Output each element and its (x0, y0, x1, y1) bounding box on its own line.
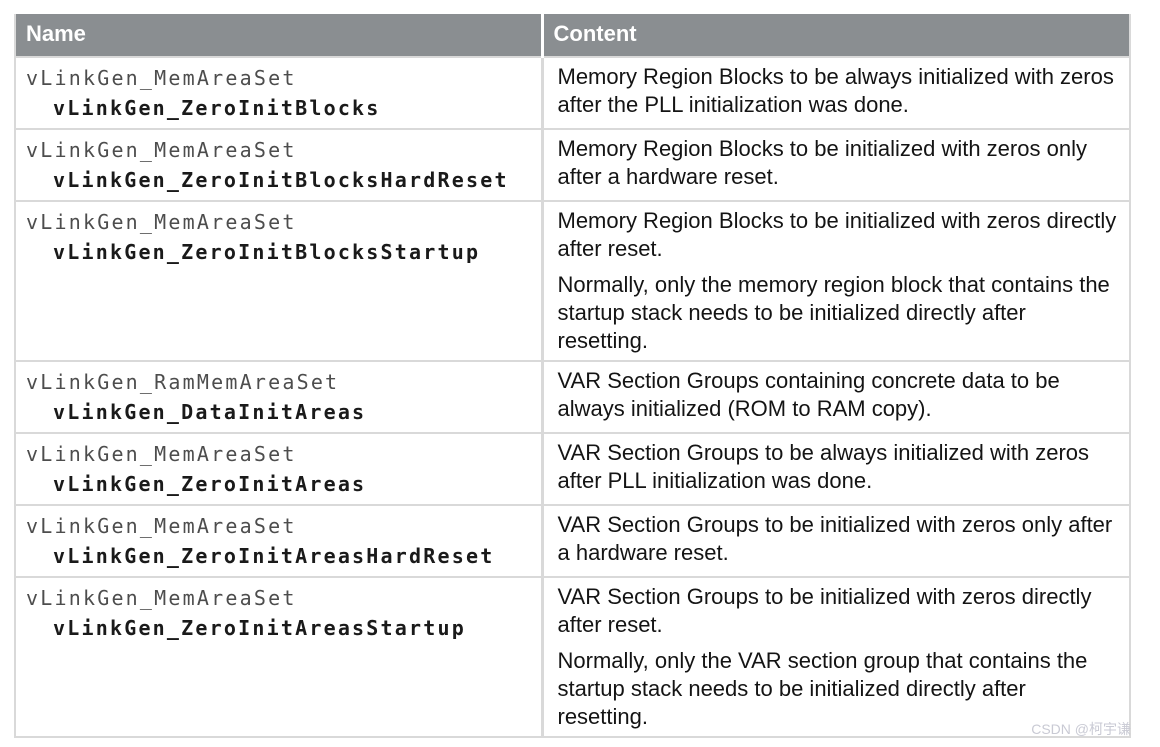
content-cell: VAR Section Groups to be initialized wit… (540, 576, 1130, 737)
content-cell: Memory Region Blocks to be initialized w… (540, 200, 1130, 361)
content-paragraph: Memory Region Blocks to be always initia… (557, 64, 1114, 117)
content-paragraph: Normally, only the memory region block t… (557, 272, 1110, 353)
name-cell: vLinkGen_MemAreaSet vLinkGen_ZeroInitAre… (15, 432, 542, 505)
name-type-label: vLinkGen_MemAreaSet (26, 210, 297, 234)
content-cell: Memory Region Blocks to be always initia… (540, 56, 1130, 129)
table-row: vLinkGen_MemAreaSet vLinkGen_ZeroInitBlo… (15, 56, 1130, 129)
content-paragraph: VAR Section Groups to be initialized wit… (557, 512, 1113, 565)
content-cell: VAR Section Groups to be initialized wit… (540, 504, 1130, 577)
content-paragraph: Memory Region Blocks to be initialized w… (557, 136, 1087, 189)
vlinkgen-attributes-table: Name Content vLinkGen_MemAreaSet vLinkGe… (14, 14, 1131, 738)
table-header-row: Name Content (15, 14, 1130, 57)
content-paragraph: VAR Section Groups to be initialized wit… (557, 584, 1092, 637)
table-row: vLinkGen_RamMemAreaSet vLinkGen_DataInit… (15, 360, 1130, 433)
name-symbol-label: vLinkGen_ZeroInitAreasHardReset (53, 544, 495, 568)
name-type-label: vLinkGen_MemAreaSet (26, 442, 297, 466)
content-cell: VAR Section Groups to be always initiali… (540, 432, 1130, 505)
name-cell: vLinkGen_MemAreaSet vLinkGen_ZeroInitAre… (15, 504, 542, 577)
name-symbol-label: vLinkGen_ZeroInitAreasStartup (53, 616, 466, 640)
name-cell: vLinkGen_MemAreaSet vLinkGen_ZeroInitBlo… (15, 200, 542, 361)
content-paragraph: Memory Region Blocks to be initialized w… (557, 208, 1117, 261)
name-symbol-label: vLinkGen_ZeroInitBlocksStartup (53, 240, 481, 264)
name-type-label: vLinkGen_MemAreaSet (26, 138, 297, 162)
name-symbol-label: vLinkGen_ZeroInitBlocks (53, 96, 381, 120)
name-symbol-label: vLinkGen_ZeroInitBlocksHardReset (53, 168, 509, 192)
content-paragraph: Normally, only the VAR section group tha… (557, 648, 1088, 729)
name-cell: vLinkGen_RamMemAreaSet vLinkGen_DataInit… (15, 360, 542, 433)
content-cell: Memory Region Blocks to be initialized w… (540, 128, 1130, 201)
name-type-label: vLinkGen_MemAreaSet (26, 586, 297, 610)
name-cell: vLinkGen_MemAreaSet vLinkGen_ZeroInitBlo… (15, 128, 542, 201)
name-symbol-label: vLinkGen_DataInitAreas (53, 400, 367, 424)
content-paragraph: VAR Section Groups to be always initiali… (557, 440, 1090, 493)
csdn-watermark: CSDN @柯宇谦 (1031, 721, 1131, 737)
name-cell: vLinkGen_MemAreaSet vLinkGen_ZeroInitBlo… (15, 56, 542, 129)
name-symbol-label: vLinkGen_ZeroInitAreas (53, 472, 367, 496)
column-header-content: Content (540, 14, 1130, 57)
table-row: vLinkGen_MemAreaSet vLinkGen_ZeroInitBlo… (15, 200, 1130, 361)
name-type-label: vLinkGen_MemAreaSet (26, 66, 297, 90)
name-cell: vLinkGen_MemAreaSet vLinkGen_ZeroInitAre… (15, 576, 542, 737)
name-type-label: vLinkGen_RamMemAreaSet (26, 370, 340, 394)
table-row: vLinkGen_MemAreaSet vLinkGen_ZeroInitBlo… (15, 128, 1130, 201)
content-cell: VAR Section Groups containing concrete d… (540, 360, 1130, 433)
column-header-name: Name (15, 14, 542, 57)
table-row: vLinkGen_MemAreaSet vLinkGen_ZeroInitAre… (15, 576, 1130, 737)
name-type-label: vLinkGen_MemAreaSet (26, 514, 297, 538)
table-row: vLinkGen_MemAreaSet vLinkGen_ZeroInitAre… (15, 432, 1130, 505)
content-paragraph: VAR Section Groups containing concrete d… (557, 368, 1060, 421)
table-row: vLinkGen_MemAreaSet vLinkGen_ZeroInitAre… (15, 504, 1130, 577)
